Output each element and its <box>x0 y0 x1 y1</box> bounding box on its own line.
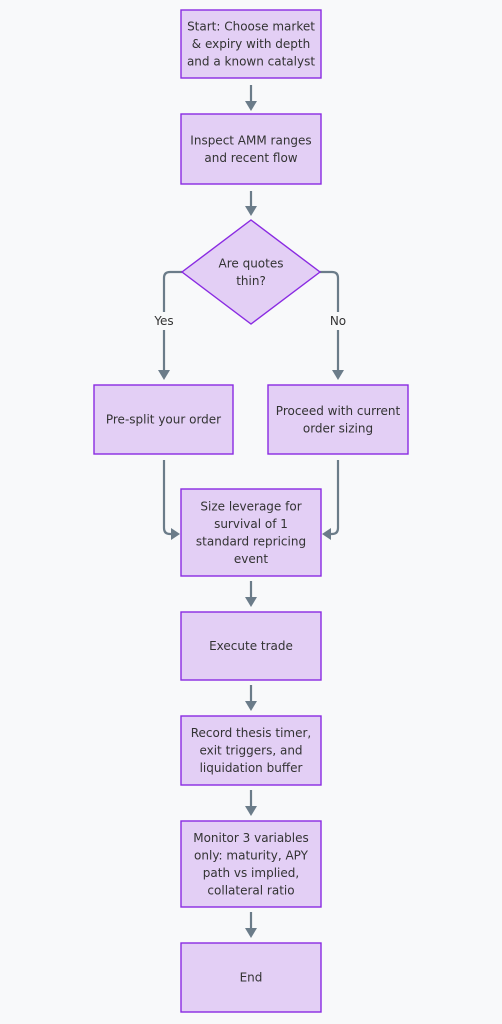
node-inspect-box <box>180 113 322 185</box>
record-label-line: exit triggers, and <box>199 744 302 758</box>
arrow-decision-to-proceed <box>332 370 344 380</box>
node-inspect-label: Inspect AMM ranges and recent flow <box>190 133 311 165</box>
node-decision-label: Are quotes thin? <box>219 256 284 288</box>
node-presplit-label: Pre-split your order <box>106 413 221 427</box>
node-presplit-box <box>93 384 234 455</box>
node-monitor-box <box>180 820 322 908</box>
inspect-label-line: Inspect AMM ranges <box>190 133 311 147</box>
node-start: Start: Choose market & expiry with depth a… <box>180 9 322 79</box>
decision-label-line: thin? <box>236 274 266 288</box>
size-label-line: Size leverage for <box>200 499 301 513</box>
node-proceed-box <box>267 384 409 455</box>
end-label-line: End <box>240 971 263 985</box>
node-size-box <box>180 488 322 577</box>
node-proceed: Proceed with current order sizing <box>267 384 409 455</box>
arrow-inspect-to-decision <box>245 206 257 216</box>
arrow-proceed-to-size <box>322 528 331 540</box>
arrow-execute-to-record <box>245 701 257 711</box>
size-label-line: survival of 1 <box>214 517 288 531</box>
arrow-record-to-monitor <box>245 806 257 816</box>
start-label-line: Start: Choose market <box>187 20 315 34</box>
node-presplit: Pre-split your order <box>93 384 234 455</box>
node-record-box <box>180 715 322 786</box>
node-start-label: Start: Choose market & expiry with depth a… <box>187 20 315 69</box>
monitor-label-line: only: maturity, APY <box>194 848 309 862</box>
record-label-line: liquidation buffer <box>200 761 303 775</box>
arrow-monitor-to-end <box>245 928 257 938</box>
node-monitor: Monitor 3 variables only: maturity, APY pa… <box>180 820 322 908</box>
edge-label-yes-group: Yes <box>148 312 180 330</box>
node-end-label: End <box>240 971 263 985</box>
node-size: Size leverage for survival of 1 standard r… <box>180 488 322 577</box>
node-execute-label: Execute trade <box>209 639 293 653</box>
edge-label-no-bg <box>326 312 350 330</box>
record-label-line: Record thesis timer, <box>191 726 311 740</box>
edge-decision-to-presplit <box>162 270 182 372</box>
node-proceed-label: Proceed with current order sizing <box>276 404 401 436</box>
monitor-label-line: collateral ratio <box>207 883 294 897</box>
execute-label-line: Execute trade <box>209 639 293 653</box>
edge-label-yes-bg <box>148 312 180 330</box>
edge-presplit-to-size <box>162 460 172 536</box>
node-end: End <box>180 942 322 1013</box>
inspect-label-line: and recent flow <box>204 151 297 165</box>
node-execute-box <box>180 611 322 681</box>
node-record: Record thesis timer, exit triggers, and li… <box>180 715 322 786</box>
node-start-box <box>180 9 322 79</box>
arrow-decision-to-presplit <box>158 370 170 380</box>
node-decision-diamond <box>180 219 322 325</box>
arrow-presplit-to-size <box>171 528 180 540</box>
size-label-line: standard repricing <box>196 534 306 548</box>
node-inspect: Inspect AMM ranges and recent flow <box>180 113 322 185</box>
node-size-label: Size leverage for survival of 1 standard r… <box>196 499 306 566</box>
edge-label-no: No <box>330 314 346 328</box>
proceed-label-line: Proceed with current <box>276 404 401 418</box>
decision-label-line: Are quotes <box>219 256 284 270</box>
edges <box>158 85 344 938</box>
node-execute: Execute trade <box>180 611 322 681</box>
node-monitor-label: Monitor 3 variables only: maturity, APY pa… <box>193 831 309 898</box>
node-decision: Are quotes thin? <box>180 219 322 325</box>
edge-decision-to-proceed <box>320 270 340 372</box>
arrow-start-to-inspect <box>245 101 257 111</box>
presplit-label-line: Pre-split your order <box>106 413 221 427</box>
start-label-line: and a known catalyst <box>187 55 315 69</box>
start-label-line: & expiry with depth <box>192 37 310 51</box>
node-end-box <box>180 942 322 1013</box>
size-label-line: event <box>234 552 268 566</box>
edge-label-yes: Yes <box>153 314 173 328</box>
edge-proceed-to-size <box>330 460 340 536</box>
monitor-label-line: path vs implied, <box>203 866 299 880</box>
monitor-label-line: Monitor 3 variables <box>193 831 309 845</box>
proceed-label-line: order sizing <box>303 421 373 435</box>
arrow-size-to-execute <box>245 597 257 607</box>
node-record-label: Record thesis timer, exit triggers, and li… <box>191 726 311 775</box>
edge-label-no-group: No <box>326 312 350 330</box>
